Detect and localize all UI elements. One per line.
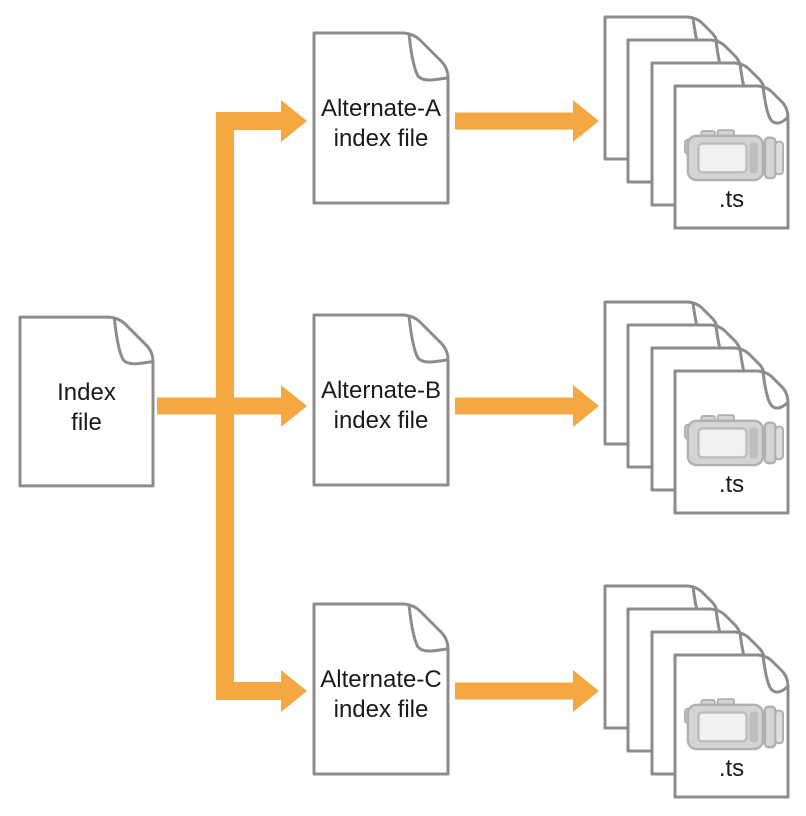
alternate-b-label-line2: index file bbox=[333, 407, 429, 434]
alternate-a-label-line2: index file bbox=[333, 125, 429, 152]
index-file-label: Index file bbox=[18, 315, 155, 488]
ts-segment-stack-a: .ts bbox=[603, 15, 793, 231]
ts-extension-label: .ts bbox=[718, 471, 745, 498]
video-camera-icon bbox=[684, 129, 784, 183]
arrow-alt-b-to-segments bbox=[455, 385, 599, 427]
alternate-c-label-line1: Alternate-C bbox=[320, 666, 442, 693]
ts-file-document: .ts bbox=[673, 84, 790, 230]
index-file-label-line2: file bbox=[71, 408, 102, 436]
ts-file-document: .ts bbox=[673, 369, 790, 515]
alternate-a-label: Alternate-A index file bbox=[312, 31, 450, 205]
alternate-c-index-file-document: Alternate-C index file bbox=[312, 602, 450, 776]
arrow-alt-c-to-segments bbox=[455, 670, 599, 712]
ts-extension-label: .ts bbox=[718, 186, 745, 213]
video-camera-icon bbox=[684, 414, 784, 468]
ts-extension-label: .ts bbox=[718, 755, 745, 782]
alternate-c-label: Alternate-C index file bbox=[312, 602, 450, 776]
alternate-a-label-line1: Alternate-A bbox=[320, 95, 442, 122]
index-file-document: Index file bbox=[18, 315, 155, 488]
alternate-b-index-file-document: Alternate-B index file bbox=[312, 313, 450, 487]
alternate-b-label: Alternate-B index file bbox=[312, 313, 450, 487]
alternate-b-label-line1: Alternate-B bbox=[320, 377, 442, 404]
ts-segment-stack-c: .ts bbox=[603, 584, 793, 800]
alternate-a-index-file-document: Alternate-A index file bbox=[312, 31, 450, 205]
video-camera-icon bbox=[684, 698, 784, 752]
arrow-trunk-to-alt-a-and-alt-c bbox=[216, 100, 307, 712]
alternate-c-label-line2: index file bbox=[333, 696, 429, 723]
ts-segment-stack-b: .ts bbox=[603, 300, 793, 516]
ts-file-document: .ts bbox=[673, 653, 790, 799]
index-file-label-line1: Index bbox=[57, 378, 116, 406]
arrow-alt-a-to-segments bbox=[455, 100, 599, 142]
